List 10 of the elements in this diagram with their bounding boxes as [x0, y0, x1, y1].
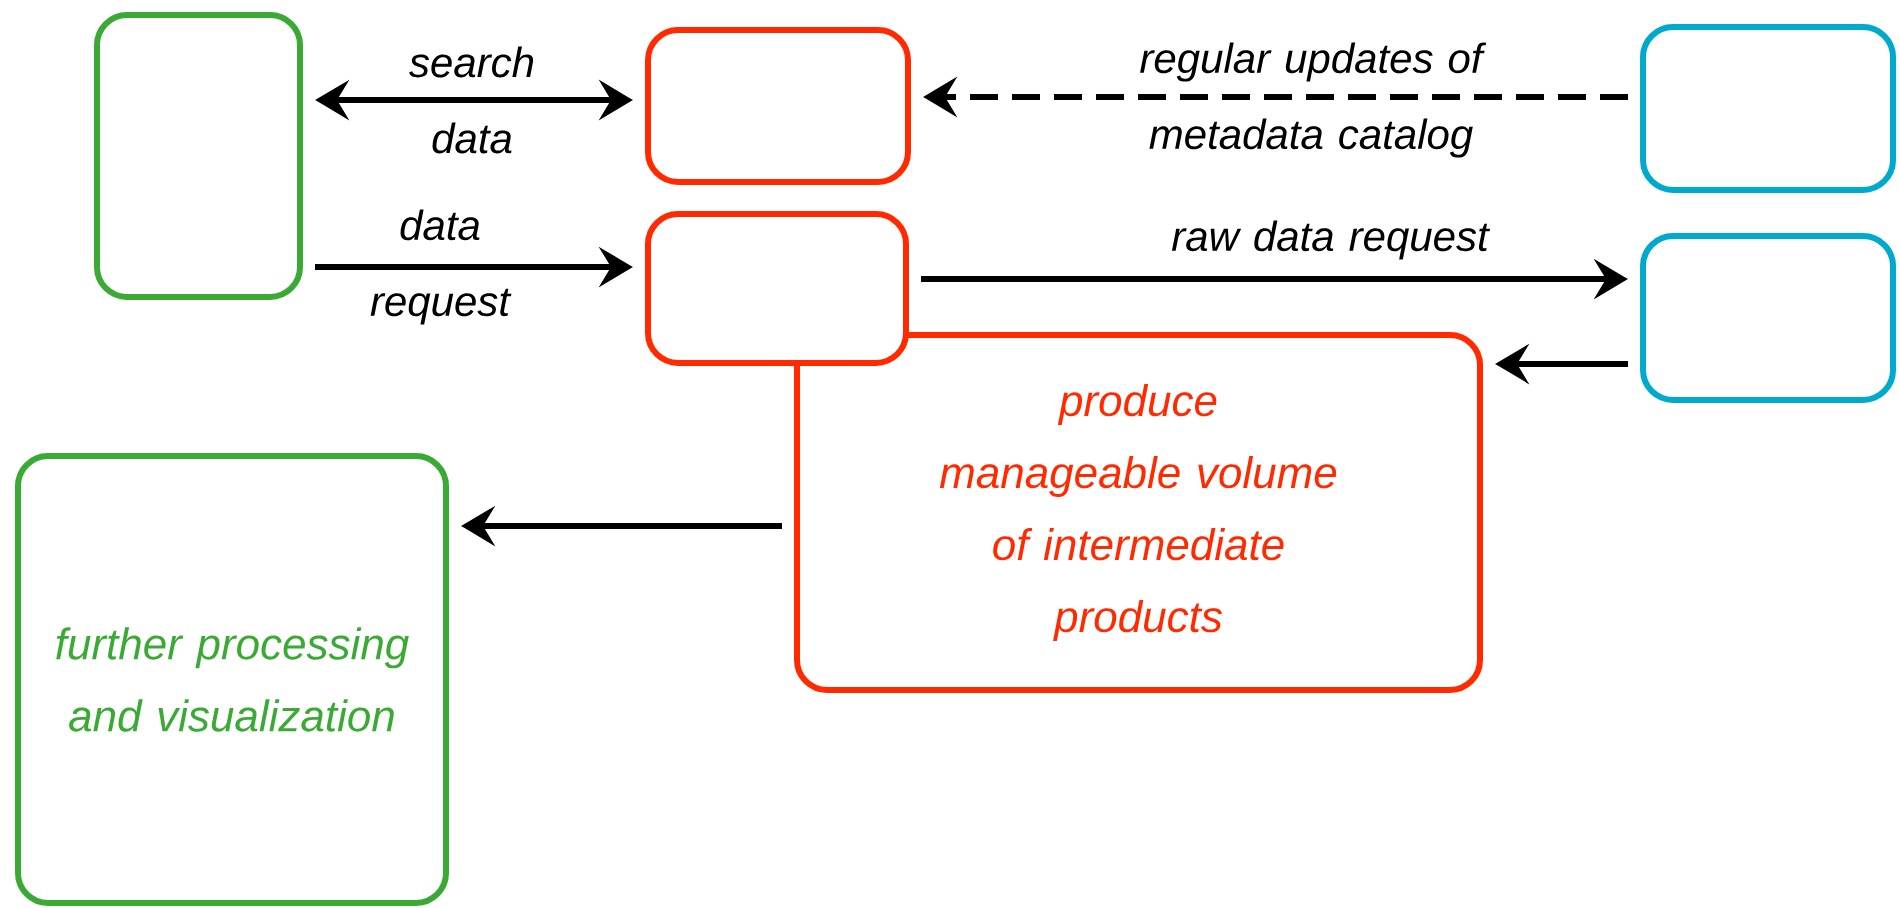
- empty-box: [645, 211, 909, 366]
- empty-box: [1640, 24, 1896, 193]
- empty-box: [645, 27, 911, 185]
- empty-box: [94, 12, 303, 300]
- empty-box: [1640, 233, 1896, 403]
- process-box: produce manageable volume of intermediate products: [794, 332, 1483, 693]
- edge-label: raw data request: [1171, 220, 1491, 260]
- process-box: further processing and visualization: [15, 453, 449, 906]
- edge-label: data request: [370, 209, 512, 325]
- edge-label: regular updates of metadata catalog: [1140, 42, 1487, 158]
